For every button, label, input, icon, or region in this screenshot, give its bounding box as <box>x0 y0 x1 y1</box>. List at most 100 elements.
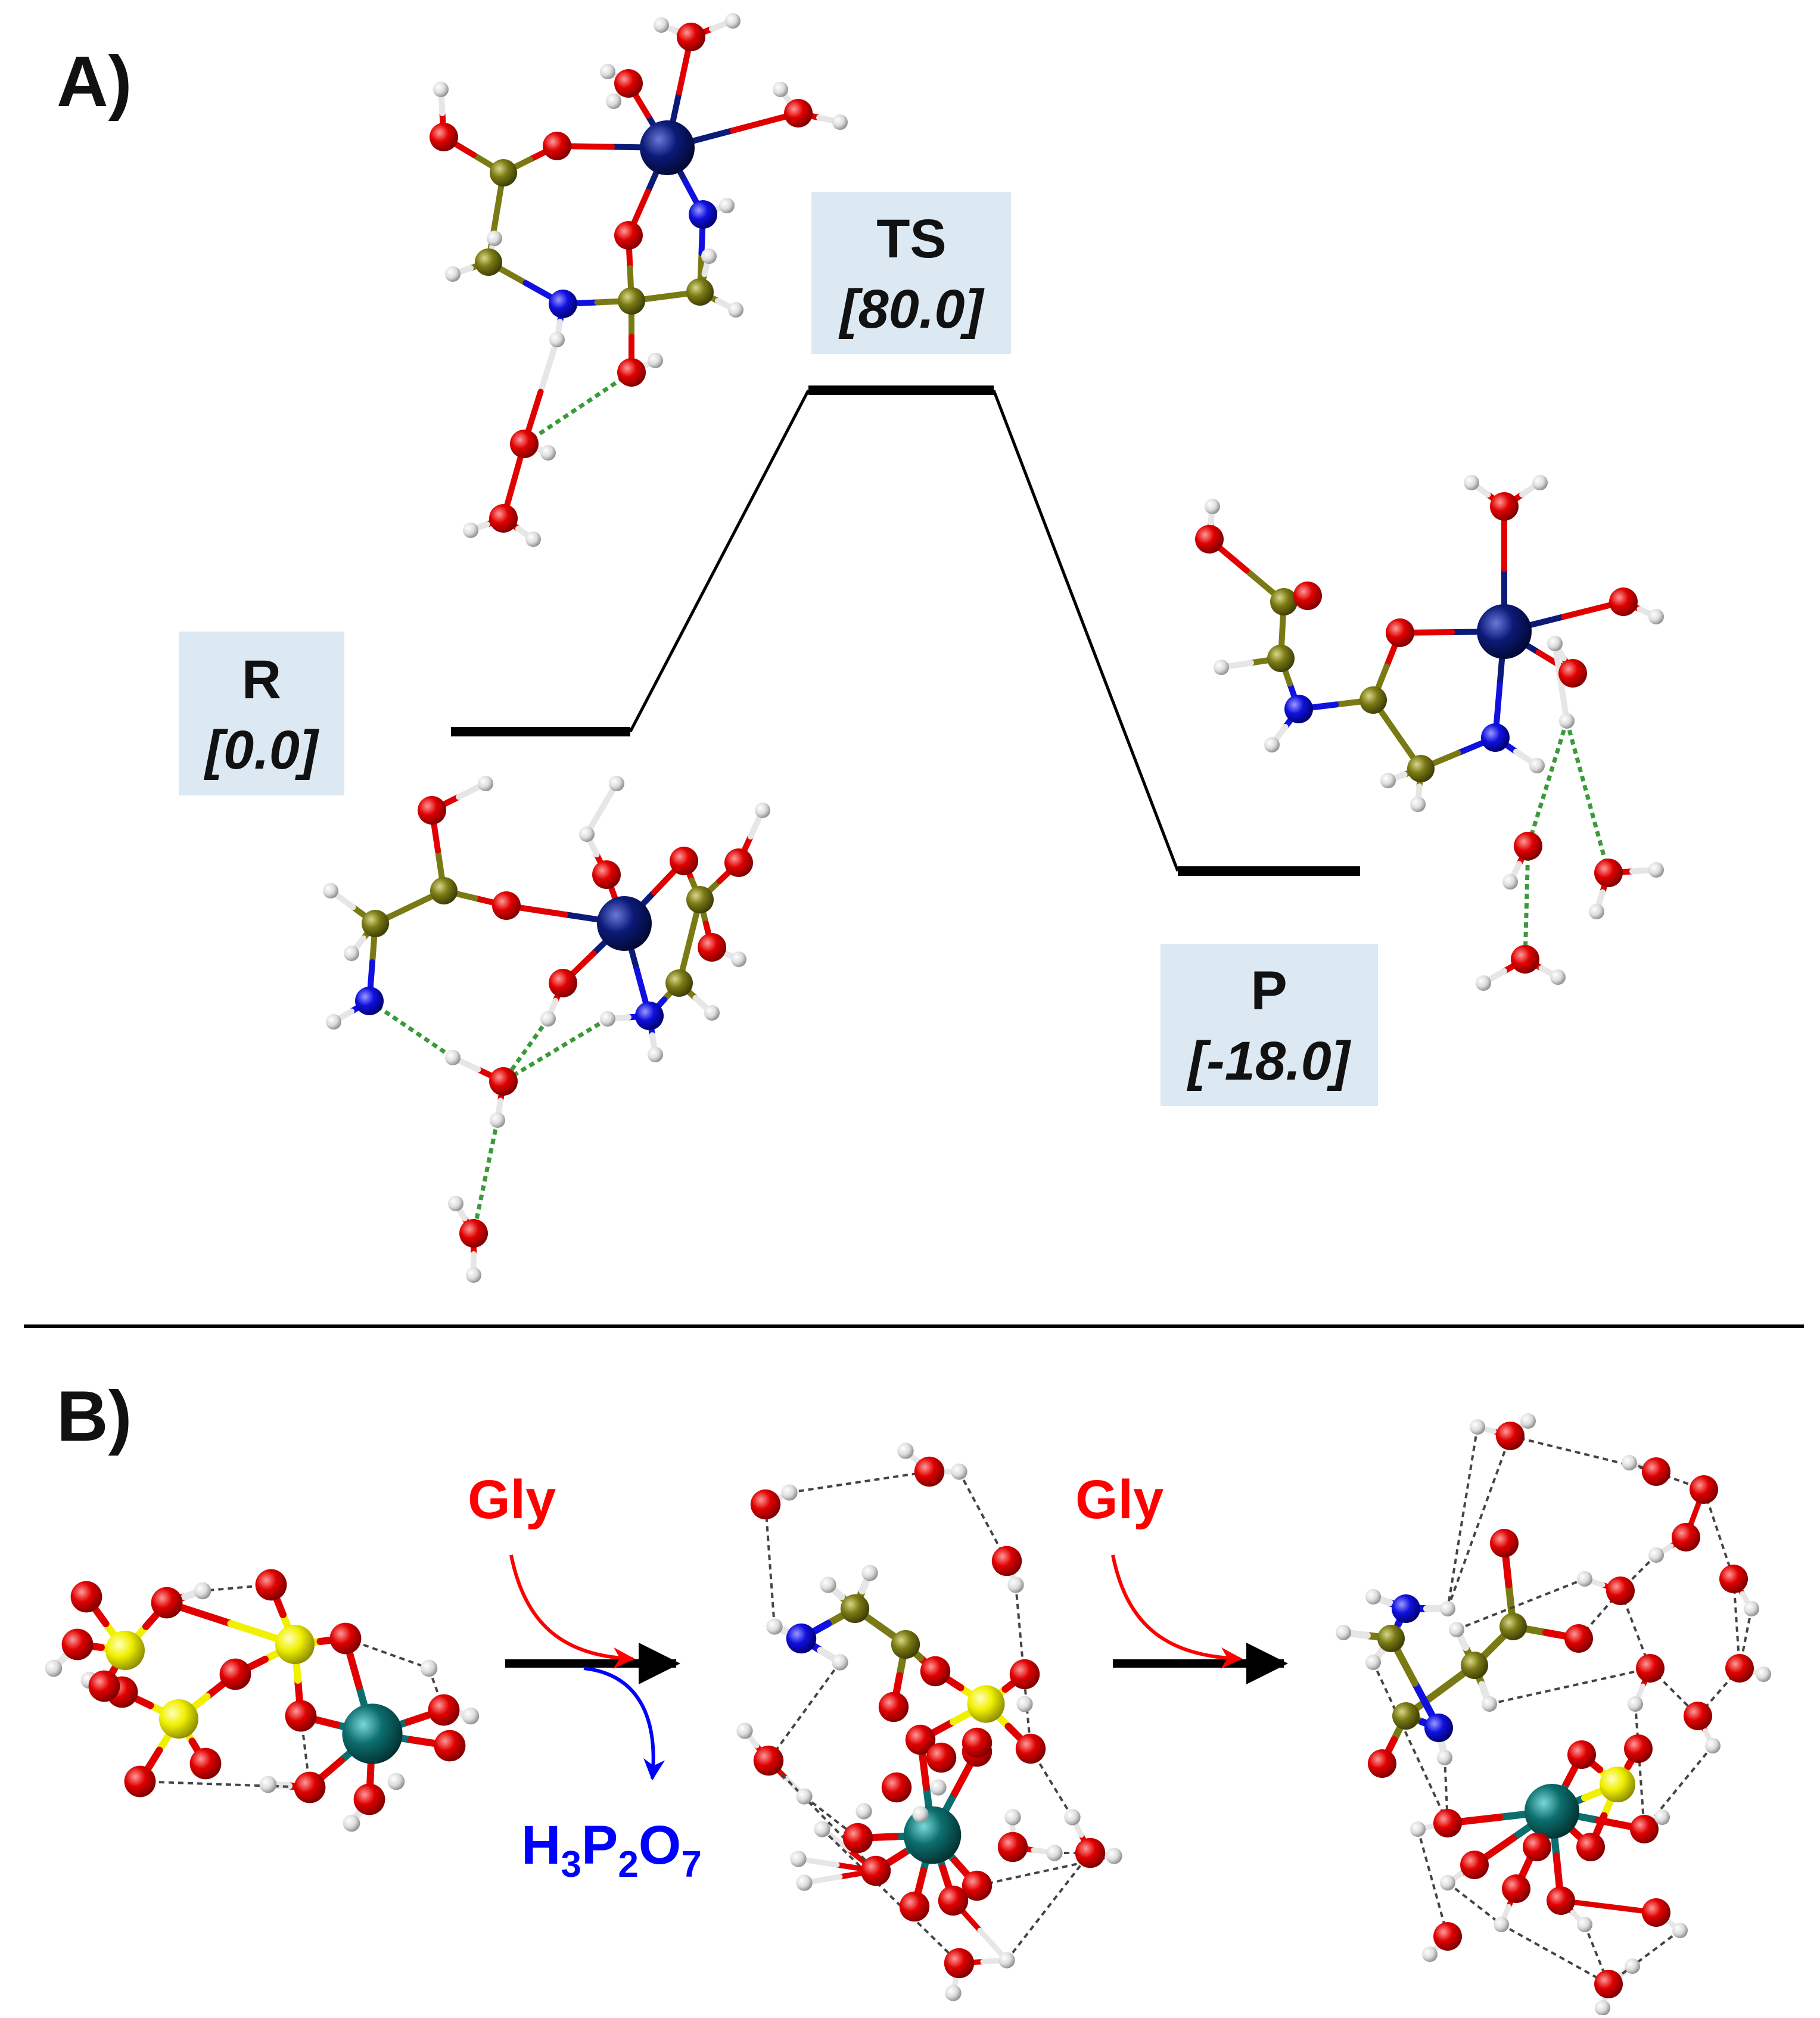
nitrogen-atom <box>786 1623 817 1654</box>
hydrogen-atom <box>796 1788 813 1805</box>
oxygen-atom <box>418 796 446 825</box>
oxygen-atom <box>434 1730 466 1762</box>
oxygen-atom <box>1460 1851 1489 1879</box>
hydrogen-atom <box>796 1874 813 1891</box>
oxygen-atom <box>962 1870 993 1901</box>
hydrogen-bond <box>523 371 633 446</box>
oxygen-atom <box>1564 1624 1593 1653</box>
hydrogen-atom <box>654 17 669 33</box>
hydrogen-atom <box>1595 2000 1610 2016</box>
hydrogen-atom <box>1205 499 1220 514</box>
state-r-name: R <box>242 649 281 710</box>
hydrogen-atom <box>719 198 735 213</box>
metal-atom <box>1477 604 1532 659</box>
state-box-r: R [0.0] <box>179 632 344 795</box>
oxygen-atom <box>899 1891 930 1922</box>
hydrogen-atom <box>1705 1738 1721 1753</box>
oxygen-atom <box>189 1748 222 1780</box>
molecule-r <box>323 776 770 1283</box>
hydrogen-atom <box>766 1618 783 1635</box>
oxygen-atom <box>677 23 705 51</box>
hydrogen-atom <box>445 1050 461 1065</box>
hydrogen-bond <box>1583 1924 1610 1985</box>
hydrogen-bond <box>1703 1489 1735 1579</box>
hydrogen-bond <box>764 1504 776 1627</box>
nitrogen-atom <box>1284 695 1313 723</box>
hydrogen-atom <box>998 1952 1015 1969</box>
hydrogen-atom <box>326 1014 341 1030</box>
hydrogen-bond <box>428 1668 445 1711</box>
molecule-ts <box>430 13 848 547</box>
oxygen-atom <box>997 1832 1028 1862</box>
carbon-atom <box>490 159 517 186</box>
oxygen-atom <box>842 1823 873 1854</box>
carbon-atom <box>891 1630 920 1659</box>
oxygen-atom <box>219 1658 251 1690</box>
oxygen-atom <box>1558 659 1587 688</box>
hydrogen-bond <box>502 1017 550 1083</box>
hydrogen-bond <box>767 1661 841 1762</box>
hydrogen-bond <box>958 1471 1008 1562</box>
state-r-energy: [0.0] <box>203 720 320 781</box>
byproduct-arrow <box>583 1666 665 1781</box>
molecule-b1 <box>45 1569 480 1832</box>
hydrogen-atom <box>344 946 359 961</box>
hydrogen-atom <box>540 1011 556 1027</box>
reagent-gly-2: Gly <box>1075 1469 1163 1530</box>
oxygen-atom <box>926 1742 957 1773</box>
oxygen-atom <box>549 969 577 997</box>
hydrogen-atom <box>1672 1923 1688 1938</box>
carbon-atom <box>1499 1613 1527 1640</box>
hydrogen-atom <box>600 1011 615 1027</box>
hydrogen-atom <box>1654 1809 1670 1825</box>
hydrogen-atom <box>1004 1809 1021 1826</box>
oxygen-atom <box>1636 1654 1665 1683</box>
hydrogen-atom <box>433 82 449 97</box>
oxygen-atom <box>1523 1833 1551 1861</box>
oxygen-atom <box>1547 1886 1575 1915</box>
panel-b-label: B) <box>57 1376 132 1456</box>
metal-atom <box>342 1703 403 1764</box>
hydrogen-atom <box>1577 1571 1592 1587</box>
connector-r-ts <box>629 389 810 733</box>
hydrogen-atom <box>1476 975 1491 991</box>
carbon-atom <box>1270 588 1298 615</box>
hydrogen-bond <box>1489 1667 1651 1705</box>
carbon-atom <box>686 886 714 913</box>
hydrogen-atom <box>820 1577 836 1593</box>
hydrogen-atom <box>1550 969 1566 985</box>
hydrogen-atom <box>1648 862 1664 878</box>
hydrogen-atom <box>1502 874 1518 890</box>
hydrogen-bond <box>1006 1852 1091 1961</box>
metal-atom <box>640 120 695 175</box>
hydrogen-atom <box>525 531 541 547</box>
hydrogen-atom <box>466 1267 481 1283</box>
hydrogen-atom <box>600 64 615 79</box>
hydrogen-atom <box>1520 1413 1536 1429</box>
hydrogen-atom <box>814 1821 830 1837</box>
hydrogen-atom <box>487 231 502 246</box>
oxygen-atom <box>860 1855 891 1886</box>
phosphorus-atom <box>159 1699 198 1739</box>
hydrogen-bond <box>1607 1929 1681 1985</box>
oxygen-atom <box>353 1783 385 1815</box>
hydrogen-atom <box>323 883 338 898</box>
hydrogen-bond <box>803 1795 859 1839</box>
state-p-name: P <box>1250 960 1287 1021</box>
hydrogen-atom <box>897 1442 914 1459</box>
oxygen-atom <box>124 1765 156 1798</box>
oxygen-atom <box>670 847 698 875</box>
oxygen-atom <box>724 848 753 877</box>
state-ts-name: TS <box>876 209 947 269</box>
oxygen-atom <box>88 1670 120 1702</box>
hydrogen-bond <box>1446 1882 1502 1926</box>
hydrogen-atom <box>1007 1577 1024 1593</box>
hydrogen-atom <box>1464 475 1479 490</box>
carbon-atom <box>1407 755 1435 782</box>
metal-atom <box>1525 1784 1579 1839</box>
oxygen-atom <box>1642 1898 1670 1927</box>
oxygen-atom <box>1719 1565 1748 1593</box>
oxygen-atom <box>784 99 813 128</box>
state-p-energy: [-18.0] <box>1187 1031 1352 1092</box>
